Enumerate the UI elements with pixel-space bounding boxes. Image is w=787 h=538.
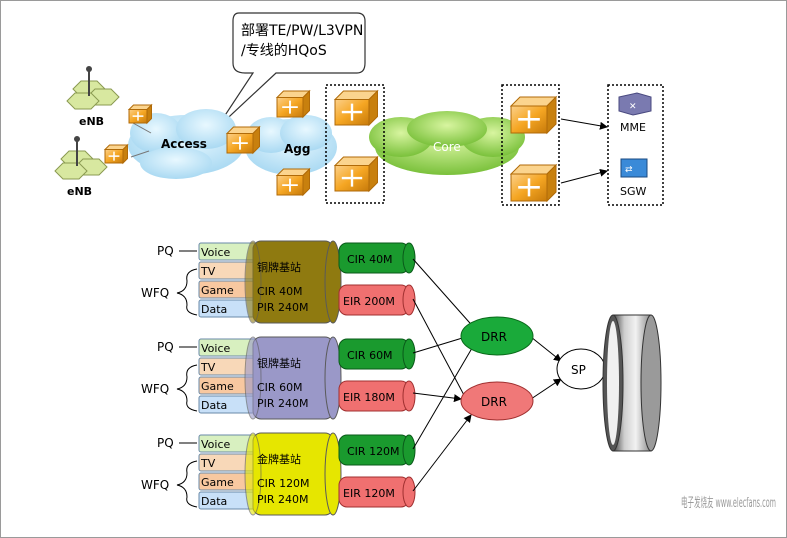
queue-label: Voice (201, 246, 231, 259)
wfq-label: WFQ (141, 286, 169, 300)
output-port-drum (602, 314, 662, 452)
station-name: 铜牌基站 (257, 260, 301, 274)
callout-bubble (215, 12, 366, 130)
sgw-label: SGW (620, 185, 647, 198)
queue-label: Data (201, 495, 227, 508)
queue-label: Data (201, 303, 227, 316)
eir-tube-label: EIR 120M (343, 487, 395, 500)
queue-label: Game (201, 476, 234, 489)
station-name: 银牌基站 (257, 356, 301, 370)
mme-label: MME (620, 121, 646, 134)
router-icon (275, 167, 311, 197)
queue-label: TV (200, 361, 216, 374)
callout-line2: /专线的HQoS (241, 43, 327, 59)
pq-label: PQ (157, 340, 174, 354)
drr-top-node (460, 316, 534, 356)
arrow-to-sgw (560, 168, 608, 184)
scheduler-links (412, 258, 614, 492)
queue-label: Game (201, 380, 234, 393)
callout-line1: 部署TE/PW/L3VPN (241, 23, 363, 39)
queue-label: TV (200, 457, 216, 470)
router-group (103, 89, 558, 203)
pq-label: PQ (157, 244, 174, 258)
router-icon (509, 163, 558, 203)
epc-dashed-box (607, 84, 664, 206)
queue-label: Data (201, 399, 227, 412)
station-cir: CIR 120M (257, 477, 310, 490)
core-edge-dashed-box (501, 84, 560, 206)
arrow-to-mme (560, 118, 608, 130)
cir-tube-label: CIR 120M (347, 445, 400, 458)
enb-bottom-icon (54, 136, 108, 180)
drr-bottom-node (460, 381, 534, 421)
cir-tube-label: CIR 60M (347, 349, 393, 362)
watermark: 电子发烧友 www.elecfans.com (681, 495, 776, 511)
svg-text:⇄: ⇄ (625, 165, 633, 175)
access-label: Access (161, 137, 207, 151)
drr-top-label: DRR (481, 330, 507, 344)
station-pir: PIR 240M (257, 493, 309, 506)
wfq-label: WFQ (141, 382, 169, 396)
router-icon (275, 89, 311, 119)
station-name: 金牌基站 (257, 452, 301, 466)
cir-tube-label: CIR 40M (347, 253, 393, 266)
agg-dashed-box (325, 84, 385, 204)
router-icon (333, 155, 379, 193)
core-label: Core (433, 140, 461, 154)
enb-top-label: eNB (79, 115, 104, 128)
station-cir: CIR 60M (257, 381, 303, 394)
eir-tube-label: EIR 180M (343, 391, 395, 404)
core-cloud (369, 111, 525, 175)
station-cir: CIR 40M (257, 285, 303, 298)
mme-icon: ✕ (618, 92, 652, 116)
pq-label: PQ (157, 436, 174, 450)
access-cloud (128, 109, 244, 179)
enb-top-icon (66, 66, 120, 110)
router-icon (509, 95, 558, 135)
router-icon (225, 125, 261, 155)
queue-label: TV (200, 265, 216, 278)
queue-label: Game (201, 284, 234, 297)
queue-label: Voice (201, 342, 231, 355)
drr-bottom-label: DRR (481, 395, 507, 409)
router-icon (103, 143, 129, 165)
sp-label: SP (571, 363, 586, 377)
agg-label: Agg (284, 142, 310, 156)
svg-text:✕: ✕ (629, 102, 637, 112)
station-pir: PIR 240M (257, 397, 309, 410)
router-icon (127, 103, 153, 125)
sgw-icon: ⇄ (620, 158, 648, 178)
wfq-label: WFQ (141, 478, 169, 492)
eir-tube-label: EIR 200M (343, 295, 395, 308)
queue-label: Voice (201, 438, 231, 451)
enb-bottom-label: eNB (67, 185, 92, 198)
router-icon (333, 89, 379, 127)
station-pir: PIR 240M (257, 301, 309, 314)
